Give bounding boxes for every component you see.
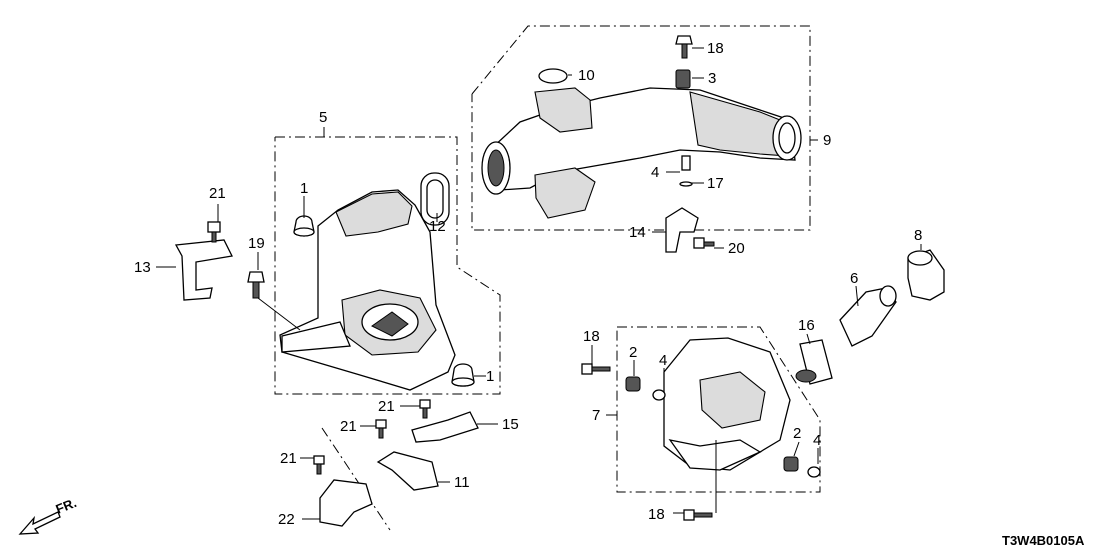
callouts: 5 1 1 12 21 13 19 10 18 3 4 17 9 14 20 8… <box>134 40 922 528</box>
bolt-part <box>683 509 713 521</box>
callout-4: 4 <box>651 164 659 181</box>
callout-16: 16 <box>798 317 815 334</box>
callout-3: 3 <box>708 70 716 87</box>
pin-part <box>679 155 693 187</box>
front-direction-arrow: FR. <box>18 495 79 535</box>
callout-15: 15 <box>502 416 519 433</box>
callout-9: 9 <box>823 132 831 149</box>
callout-21: 21 <box>340 418 357 435</box>
bolt-part <box>581 363 611 375</box>
callout-14: 14 <box>629 224 646 241</box>
bracket-part <box>411 411 479 443</box>
bushing-part <box>625 376 799 472</box>
callout-8: 8 <box>914 227 922 244</box>
grommet-part <box>293 215 315 237</box>
grommet-part <box>451 363 475 387</box>
bolt-part <box>247 271 265 299</box>
collar-part <box>652 389 821 478</box>
bolt-part <box>675 35 693 59</box>
callout-12: 12 <box>429 218 446 235</box>
lower-bracket-divider-line <box>321 427 391 531</box>
intake-tube-group-box <box>471 25 811 231</box>
collar-part <box>675 69 691 89</box>
connector-tube-part <box>839 285 897 347</box>
coupling-hose-part <box>795 339 833 385</box>
callout-10: 10 <box>578 67 595 84</box>
callout-4: 4 <box>659 352 667 369</box>
intake-tube-part <box>481 87 802 219</box>
bolt-part <box>313 399 431 475</box>
callout-19: 19 <box>248 235 265 252</box>
direction-arrow-icon <box>18 511 61 535</box>
leader-lines <box>156 47 922 520</box>
bracket-part <box>665 207 699 253</box>
direction-label: FR. <box>54 495 79 517</box>
callout-21: 21 <box>209 185 226 202</box>
callout-21: 21 <box>280 450 297 467</box>
callout-20: 20 <box>728 240 745 257</box>
callout-1: 1 <box>300 180 308 197</box>
bracket-part <box>376 451 439 491</box>
callout-11: 11 <box>454 474 470 491</box>
callout-6: 6 <box>850 270 858 287</box>
callout-13: 13 <box>134 259 151 276</box>
callout-1: 1 <box>486 368 494 385</box>
callout-21: 21 <box>378 398 395 415</box>
seal-ring-part <box>420 172 450 226</box>
air-duct-part <box>279 189 456 391</box>
elbow-hose-part <box>907 249 945 301</box>
callout-2: 2 <box>793 425 801 442</box>
resonator-part <box>663 337 791 471</box>
cap-part <box>538 68 568 84</box>
callout-17: 17 <box>707 175 724 192</box>
resonator-group-box <box>616 326 821 493</box>
callout-2: 2 <box>629 344 637 361</box>
bracket-part <box>319 479 373 527</box>
callout-4: 4 <box>813 432 821 449</box>
callout-18: 18 <box>583 328 600 345</box>
air-duct-group-box <box>274 136 501 395</box>
callout-22: 22 <box>278 511 295 528</box>
callout-5: 5 <box>319 109 327 126</box>
callout-18: 18 <box>648 506 665 523</box>
callout-7: 7 <box>592 407 600 424</box>
catalog-code: T3W4B0105A <box>1002 533 1085 548</box>
callout-18: 18 <box>707 40 724 57</box>
bracket-part <box>174 221 233 301</box>
bolt-part <box>693 237 715 249</box>
